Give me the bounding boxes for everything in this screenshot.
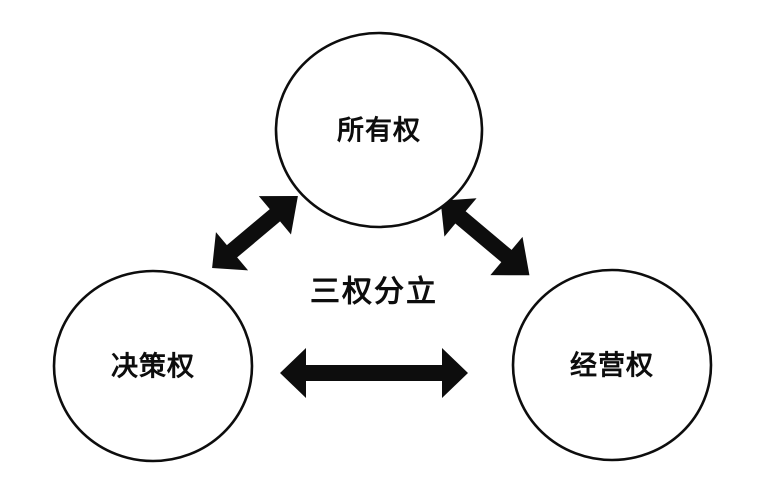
- node-ownership: 所有权: [274, 31, 484, 229]
- diagram-title: 三权分立: [310, 275, 438, 309]
- arrow-decision-management: [280, 348, 468, 398]
- double-arrow-icon: [280, 348, 468, 398]
- arrow-ownership-management: [440, 198, 530, 276]
- decision-circle: [52, 269, 254, 463]
- double-arrow-icon: [440, 198, 530, 276]
- node-management: 经营权: [511, 268, 713, 462]
- double-arrow-icon: [212, 196, 298, 271]
- arrow-ownership-decision: [212, 196, 298, 271]
- management-label: 经营权: [570, 349, 654, 380]
- ownership-label: 所有权: [337, 115, 421, 145]
- decision-label: 决策权: [111, 350, 195, 381]
- ownership-circle: [274, 31, 484, 229]
- management-circle: [511, 268, 713, 462]
- node-decision: 决策权: [52, 269, 254, 463]
